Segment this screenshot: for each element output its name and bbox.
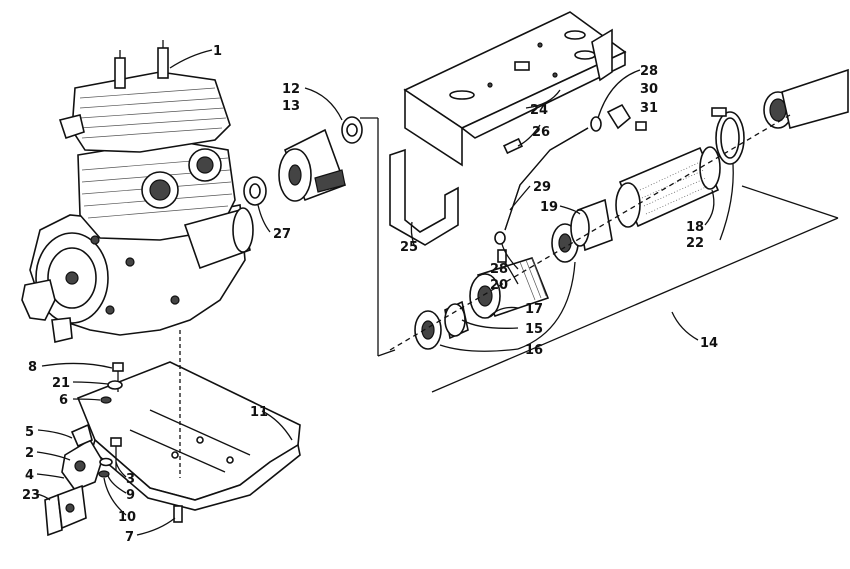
coupler-assembly xyxy=(243,116,363,206)
mount-hardware xyxy=(44,362,183,537)
callout-29: 29 xyxy=(533,180,551,195)
callout-21: 21 xyxy=(52,376,70,391)
callout-30: 30 xyxy=(640,82,658,97)
callout-19: 19 xyxy=(540,200,558,215)
callout-12: 12 xyxy=(282,82,300,97)
callout-11: 11 xyxy=(250,405,268,420)
callout-31: 31 xyxy=(640,101,658,116)
callout-20: 20 xyxy=(490,278,508,293)
callout-27: 27 xyxy=(273,227,291,242)
callout-14: 14 xyxy=(700,336,718,351)
callout-24: 24 xyxy=(530,103,548,118)
callout-22: 22 xyxy=(686,236,704,251)
engine xyxy=(21,40,254,343)
callout-25: 25 xyxy=(400,240,418,255)
engine-mount-plate xyxy=(76,361,301,511)
callout-17: 17 xyxy=(525,302,543,317)
callout-28-top: 28 xyxy=(640,64,658,79)
callout-7: 7 xyxy=(125,530,134,545)
callout-5: 5 xyxy=(25,425,34,440)
group-bracket-lines xyxy=(360,117,396,357)
callout-labels: 1 2 3 4 5 6 7 8 9 10 11 12 13 14 15 16 1… xyxy=(22,44,718,545)
callout-10: 10 xyxy=(118,510,136,525)
callout-13: 13 xyxy=(282,99,300,114)
mount-bracket xyxy=(389,11,627,246)
callout-2: 2 xyxy=(25,446,34,461)
callout-9: 9 xyxy=(126,488,135,503)
callout-16: 16 xyxy=(525,343,543,358)
callout-1: 1 xyxy=(213,44,222,59)
callout-26: 26 xyxy=(532,125,550,140)
leader-lines xyxy=(36,49,734,536)
callout-28-bottom: 28 xyxy=(490,262,508,277)
callout-18: 18 xyxy=(686,220,704,235)
callout-23: 23 xyxy=(22,488,40,503)
callout-15: 15 xyxy=(525,322,543,337)
callout-3: 3 xyxy=(126,472,135,487)
callout-6: 6 xyxy=(59,393,68,408)
callout-4: 4 xyxy=(25,468,34,483)
callout-8: 8 xyxy=(28,360,37,375)
